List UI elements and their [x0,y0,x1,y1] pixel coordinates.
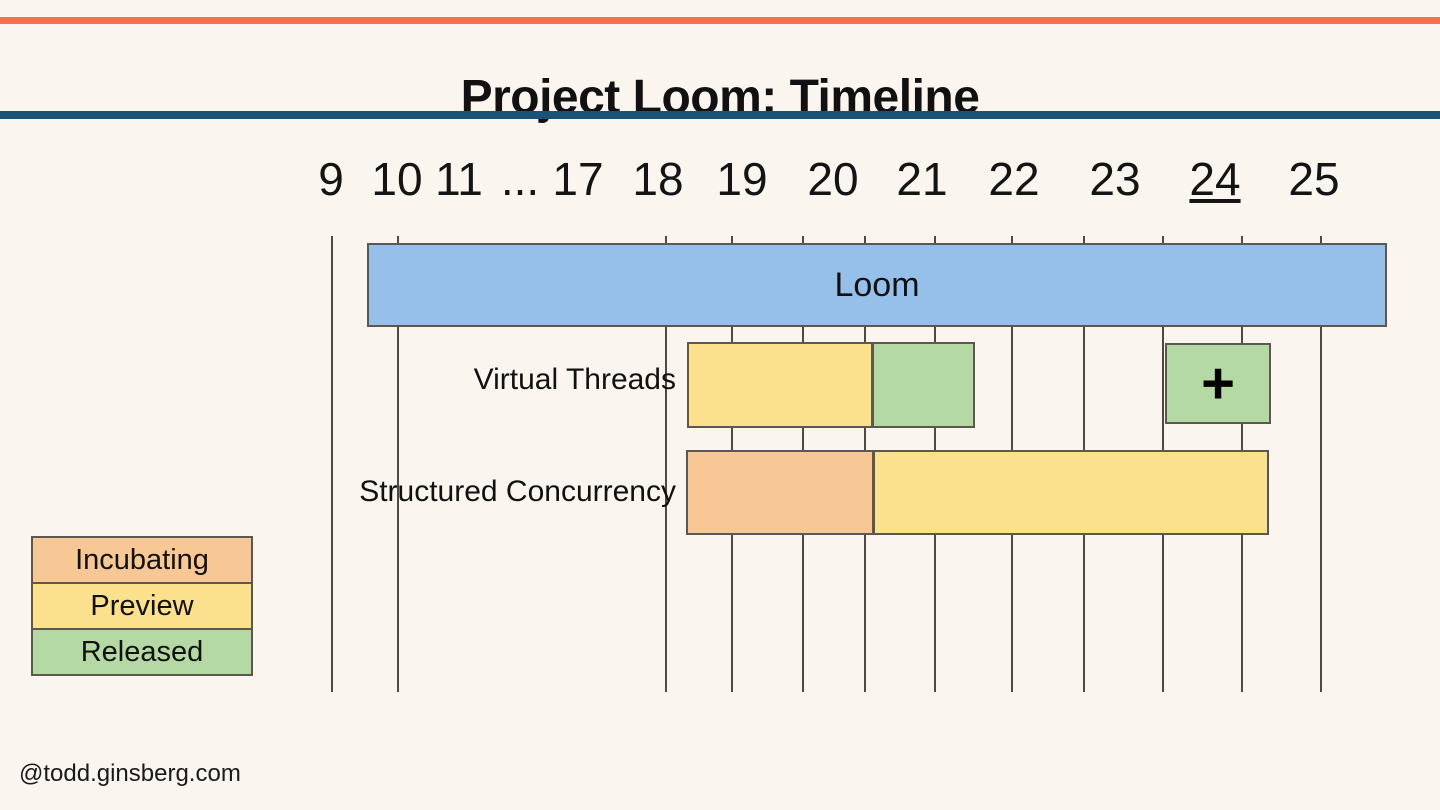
title-underline-rule [0,111,1440,119]
row-label-virtual-threads: Virtual Threads [473,363,676,396]
legend-item-released: Released [31,628,253,676]
bar-segment-virtual-threads-preview [687,342,873,428]
bar-segment-virtual-threads-released: + [1165,343,1271,424]
gridline [1320,236,1322,692]
bar-segment-loom-loom: Loom [367,243,1387,327]
legend-item-label: Incubating [75,543,209,576]
axis-tick-label-25: 25 [1288,153,1340,205]
legend-item-label: Preview [90,589,194,622]
axis-tick-label-19: 19 [716,153,768,205]
gridline [665,236,667,692]
axis-tick-label-9: 9 [318,153,344,205]
axis-tick-label-22: 22 [988,153,1040,205]
bar-segment-structured-concurrency-preview [873,450,1269,535]
axis-tick-label-ellipsisellipsisellipsis: ... [500,153,540,205]
axis-tick-label-23: 23 [1089,153,1141,205]
axis-tick-label-21: 21 [896,153,948,205]
gridline [397,236,399,692]
bar-label: Loom [834,265,920,304]
row-label-structured-concurrency: Structured Concurrency [359,475,676,508]
axis-tick-label-17: 17 [552,153,604,205]
legend-item-preview: Preview [31,582,253,630]
axis-tick-label-18: 18 [632,153,684,205]
legend-item-incubating: Incubating [31,536,253,584]
top-accent-rule [0,17,1440,24]
axis-tick-label-11: 11 [435,153,483,205]
plus-icon: + [1201,350,1235,416]
footer-handle: @todd.ginsberg.com [19,760,241,787]
bar-segment-virtual-threads-released [872,342,975,428]
axis-tick-label-10: 10 [371,153,423,205]
legend-item-label: Released [80,635,204,668]
bar-segment-structured-concurrency-incubating [686,450,874,535]
axis-tick-label-20: 20 [807,153,859,205]
gridline [331,236,333,692]
axis-tick-label-24: 24 [1189,153,1241,205]
